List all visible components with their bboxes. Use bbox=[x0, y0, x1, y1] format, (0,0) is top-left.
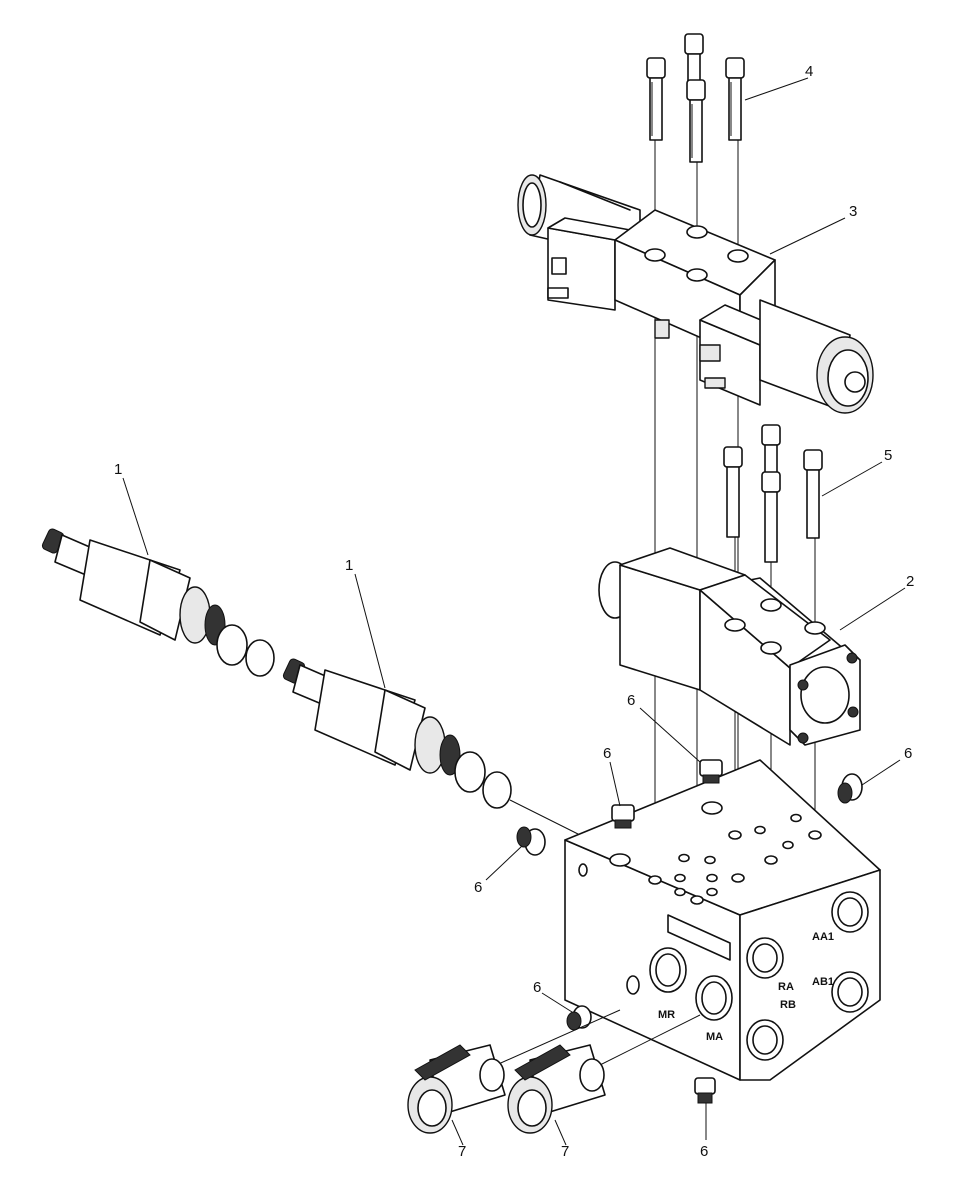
bolt bbox=[646, 57, 666, 141]
bolts-item-5 bbox=[723, 424, 823, 563]
callout-7-left: 7 bbox=[458, 1143, 466, 1160]
callout-6-upper: 6 bbox=[627, 692, 635, 709]
valve-module-item-2 bbox=[598, 547, 861, 746]
callout-1-left: 1 bbox=[114, 461, 122, 478]
plugs-item-6 bbox=[516, 759, 863, 1104]
directional-valve-item-3 bbox=[517, 174, 874, 414]
callout-6-right: 6 bbox=[904, 745, 912, 762]
bolt bbox=[761, 471, 781, 563]
callout-1-right: 1 bbox=[345, 557, 353, 574]
plug bbox=[694, 1077, 716, 1104]
plug bbox=[566, 1005, 592, 1031]
callout-3: 3 bbox=[849, 203, 857, 220]
port-label-mr: MR bbox=[658, 1009, 675, 1021]
port-label-ma: MA bbox=[706, 1031, 723, 1043]
solenoid-item-7-right bbox=[507, 1014, 701, 1134]
manifold-block: AA1 AB1 RA RB MR MA bbox=[564, 759, 881, 1081]
callout-6-bottom: 6 bbox=[700, 1143, 708, 1160]
plug bbox=[837, 773, 863, 804]
callout-labels: 1 1 2 3 4 5 6 6 6 6 6 6 7 7 bbox=[114, 63, 914, 1160]
solenoid-item-7-left bbox=[407, 1009, 621, 1134]
plug bbox=[699, 759, 723, 784]
bolt bbox=[761, 424, 781, 474]
port-label-aa1: AA1 bbox=[812, 931, 834, 943]
callout-7-right: 7 bbox=[561, 1143, 569, 1160]
callout-4: 4 bbox=[805, 63, 813, 80]
bolts-item-4 bbox=[646, 33, 745, 163]
bolt bbox=[725, 57, 745, 141]
callout-leaders bbox=[122, 77, 906, 1146]
port-label-ra: RA bbox=[778, 981, 794, 993]
plug bbox=[516, 826, 546, 856]
callout-6-lower-left: 6 bbox=[533, 979, 541, 996]
bolt bbox=[803, 449, 823, 539]
cartridge-valve-item-1-right bbox=[282, 658, 512, 809]
manifold-top-holes bbox=[609, 801, 822, 905]
callout-6-plug-top: 6 bbox=[603, 745, 611, 762]
callout-6-left: 6 bbox=[474, 879, 482, 896]
plug bbox=[611, 804, 635, 829]
bolt bbox=[686, 79, 706, 163]
callout-5: 5 bbox=[884, 447, 892, 464]
manifold-side-ports bbox=[578, 863, 869, 1061]
port-label-ab1: AB1 bbox=[812, 976, 834, 988]
cartridge-valve-item-1-left bbox=[41, 528, 275, 677]
port-label-rb: RB bbox=[780, 999, 796, 1011]
callout-2: 2 bbox=[906, 573, 914, 590]
bolt bbox=[723, 446, 743, 538]
